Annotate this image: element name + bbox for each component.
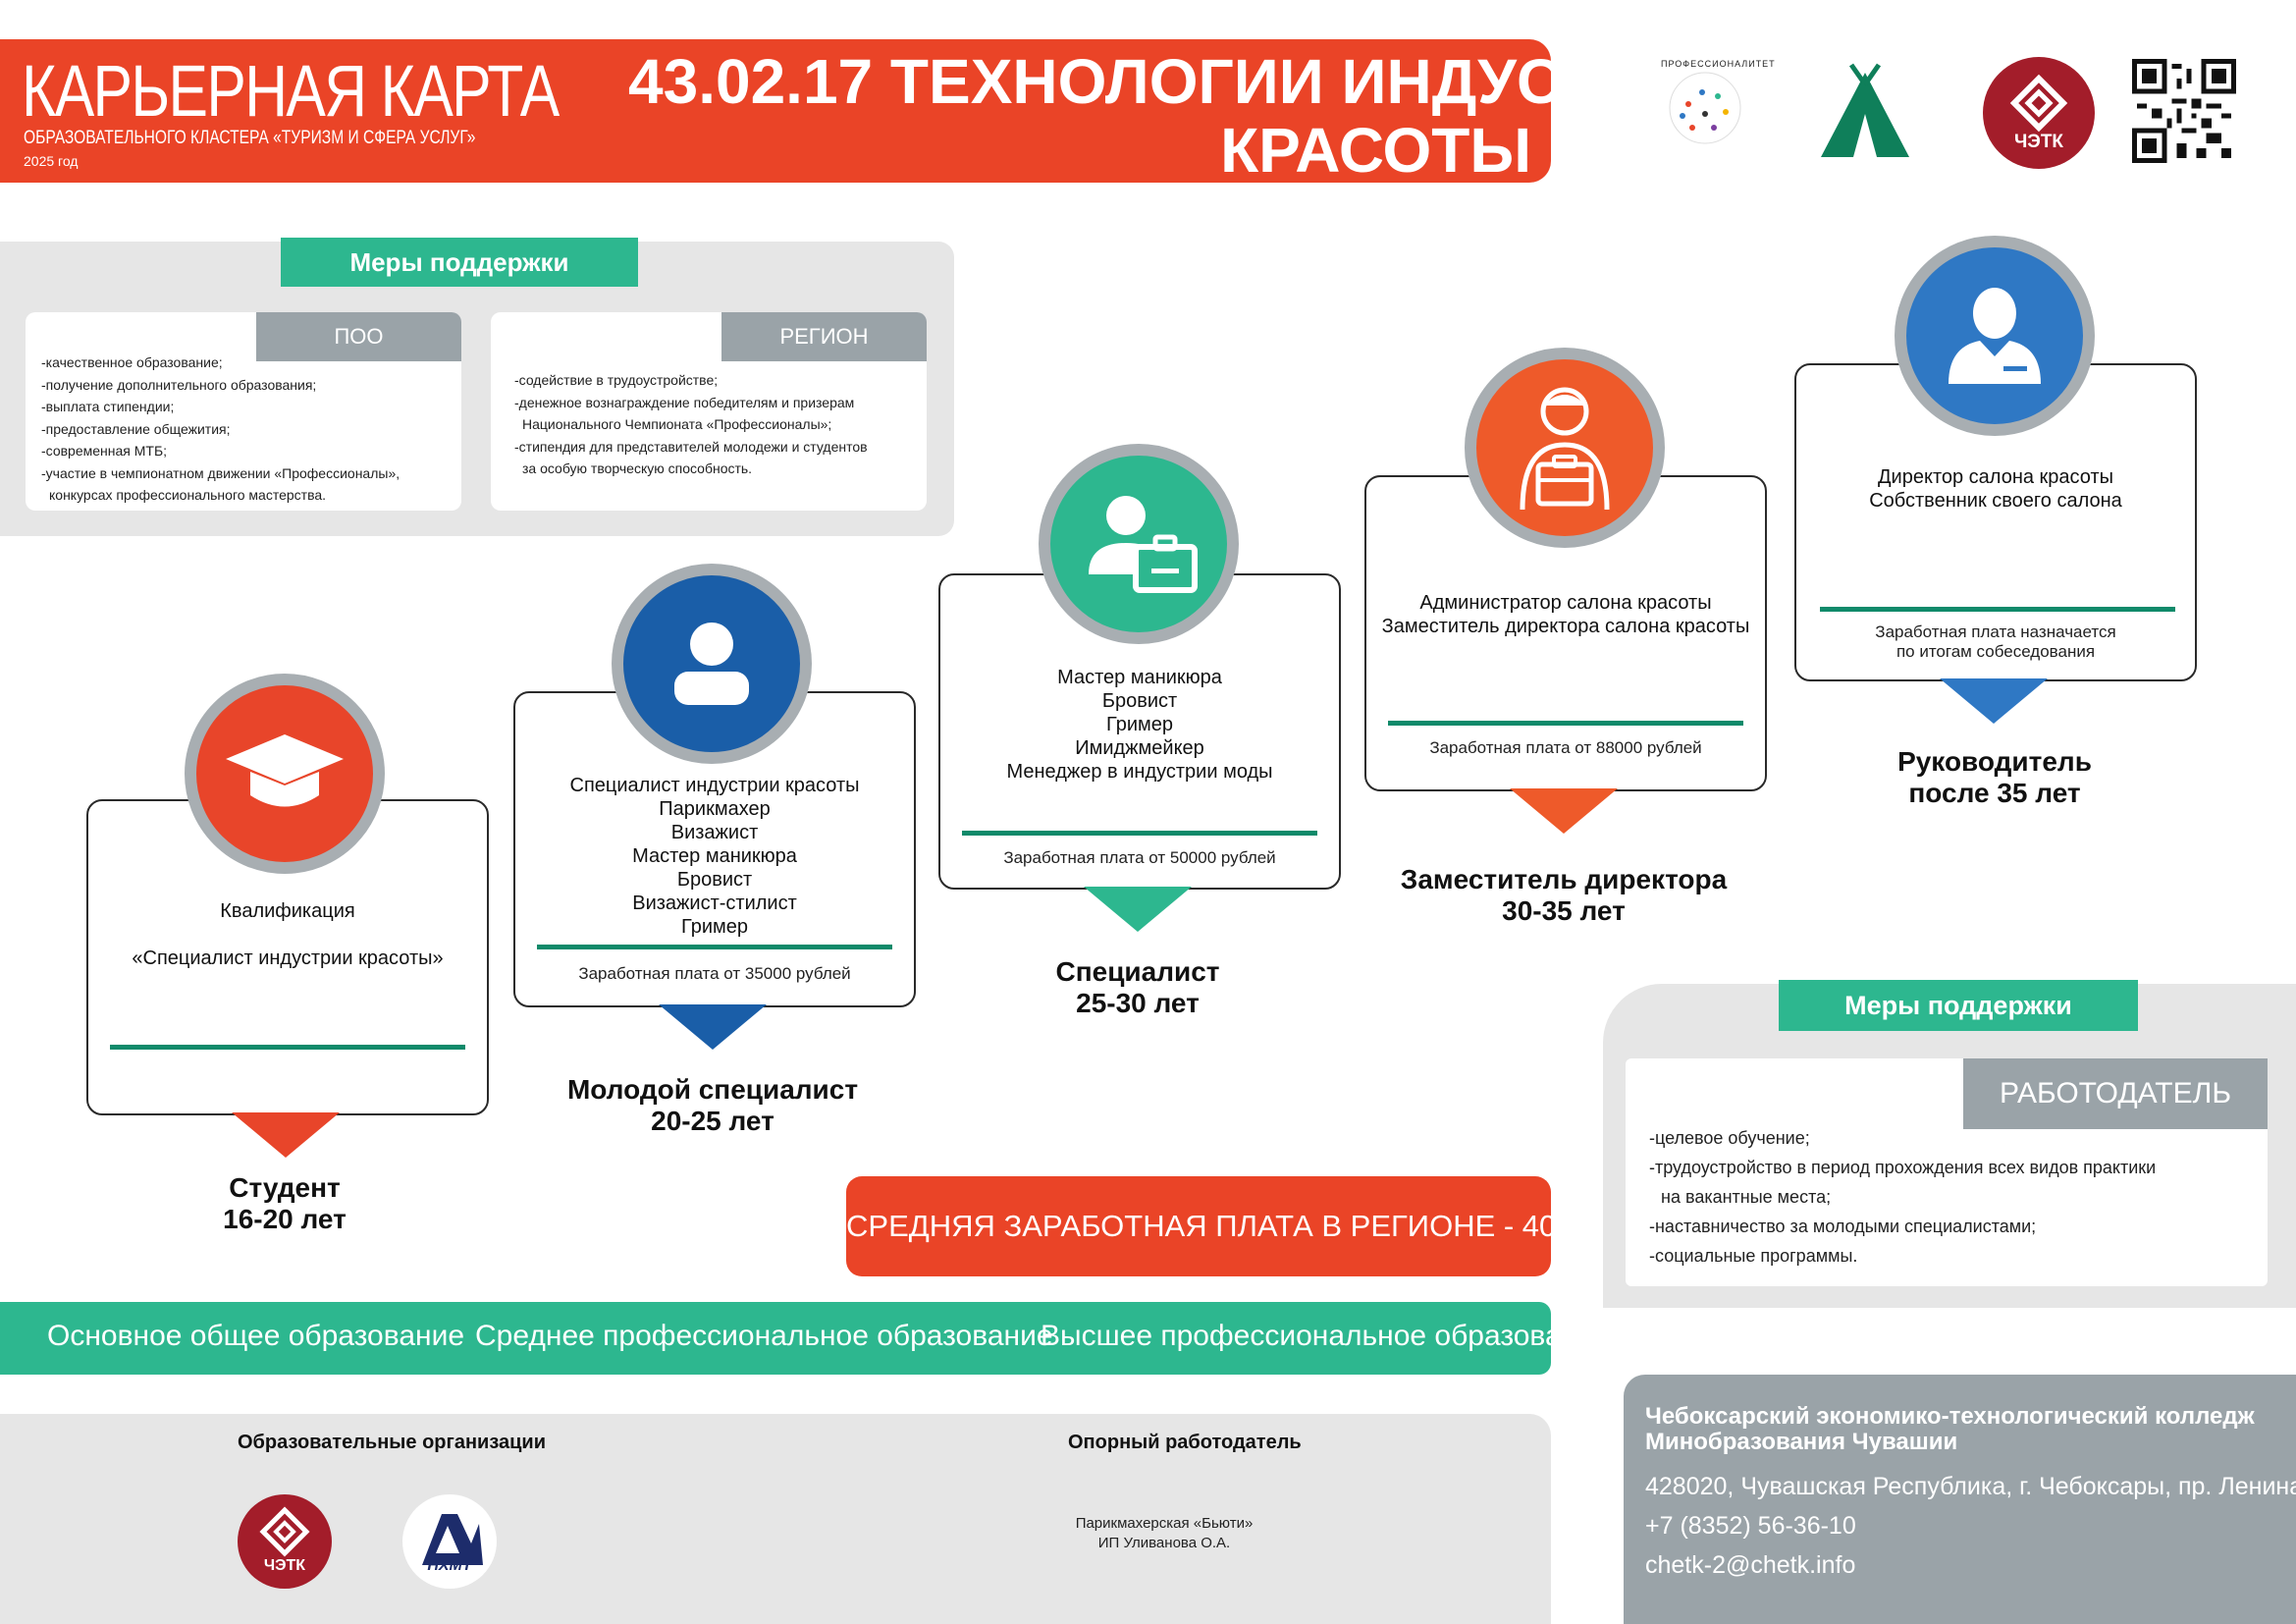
step-jobs: Мастер маникюра Бровист Гример Имиджмейк…: [1006, 667, 1273, 783]
divider-line: [537, 945, 892, 949]
edu-orgs-title: Образовательные организации: [238, 1432, 547, 1453]
page-title: КАРЬЕРНАЯ КАРТА: [22, 50, 560, 132]
tent-logo: [1816, 63, 1914, 161]
college-phone[interactable]: +7 (8352) 56-36-10: [1645, 1512, 1856, 1540]
support-title-employer: Меры поддержки: [1779, 980, 2138, 1031]
stage-label-student: Студент 16-20 лет: [223, 1172, 347, 1234]
badge-user-icon: [1039, 444, 1239, 644]
page-year: 2025 год: [24, 153, 79, 169]
support-title-top: Меры поддержки: [281, 238, 638, 287]
divider-line: [1388, 721, 1743, 726]
specialty-title: 43.02.17 ТЕХНОЛОГИИ ИНДУСТРИИ КРАСОТЫ: [628, 46, 1732, 186]
user-icon: [612, 564, 812, 764]
employer-list: -целевое обучение; -трудоустройство в пе…: [1649, 1128, 2157, 1266]
divider-line: [1820, 607, 2175, 612]
salary-text: Заработная плата от 88000 рублей: [1429, 738, 1702, 757]
college-name: Чебоксарский экономико-технологический к…: [1645, 1403, 2255, 1455]
graduation-cap-icon: [185, 674, 385, 874]
salary-text: Заработная плата назначается по итогам с…: [1875, 623, 2116, 661]
manager-briefcase-icon: [1465, 348, 1665, 548]
step-pointer: [1084, 887, 1192, 932]
step-pointer: [232, 1112, 340, 1158]
edu-basic: Основное общее образование: [47, 1320, 465, 1352]
director-icon: [1895, 236, 2095, 436]
stage-label-young-specialist: Молодой специалист 20-25 лет: [566, 1074, 859, 1136]
contact-block: Чебоксарский экономико-технологический к…: [1624, 1375, 2296, 1624]
divider-line: [962, 831, 1317, 836]
professionalitet-logo: ПРОФЕССИОНАЛИТЕТ: [1641, 57, 1775, 155]
tab-employer: РАБОТОДАТЕЛЬ: [1963, 1058, 2268, 1129]
chetk-logo: ЧЭТК: [1983, 57, 2095, 169]
stage-label-specialist: Специалист 25-30 лет: [1055, 956, 1220, 1018]
stage-label-deputy-director: Заместитель директора 30-35 лет: [1400, 864, 1728, 926]
salary-text: Заработная плата от 50000 рублей: [1003, 848, 1276, 867]
nhmt-org-logo[interactable]: НХМТ: [402, 1494, 497, 1589]
edu-higher: Высшее профессиональное образование: [1041, 1320, 1611, 1352]
step-jobs: Специалист индустрии красоты Парикмахер …: [569, 775, 860, 938]
step-pointer: [1510, 788, 1618, 834]
chetk-org-logo[interactable]: ЧЭТК: [238, 1494, 332, 1589]
header-banner: [0, 39, 1551, 183]
step-pointer: [1940, 678, 2048, 724]
employer-name: Парикмахерская «Бьюти» ИП Уливанова О.А.: [1075, 1515, 1254, 1551]
step-pointer: [659, 1004, 767, 1050]
average-salary-banner: СРЕДНЯЯ ЗАРАБОТНАЯ ПЛАТА В РЕГИОНЕ - 400…: [846, 1176, 1674, 1276]
page-subtitle: ОБРАЗОВАТЕЛЬНОГО КЛАСТЕРА «ТУРИЗМ И СФЕР…: [24, 128, 476, 148]
employer-title: Опорный работодатель: [1068, 1432, 1302, 1453]
qr-code-icon[interactable]: [2132, 59, 2236, 163]
divider-line: [110, 1045, 465, 1050]
region-list: -содействие в трудоустройстве; -денежное…: [514, 372, 868, 476]
education-levels-bar: Основное общее образование Среднее профе…: [0, 1302, 1611, 1375]
edu-secondary: Среднее профессиональное образование: [475, 1320, 1053, 1352]
step-jobs: Администратор салона красоты Заместитель…: [1381, 592, 1750, 637]
salary-text: Заработная плата от 35000 рублей: [578, 964, 851, 983]
step-jobs: Директор салона красоты Собственник свое…: [1869, 466, 2122, 512]
college-address: 428020, Чувашская Республика, г. Чебокса…: [1645, 1473, 2296, 1500]
tab-region: РЕГИОН: [721, 312, 927, 361]
tab-poo: ПОО: [256, 312, 461, 361]
step-jobs: Квалификация «Специалист индустрии красо…: [132, 900, 444, 969]
college-email[interactable]: chetk-2@chetk.info: [1645, 1551, 1856, 1579]
poo-list: -качественное образование; -получение до…: [41, 354, 400, 503]
organizations-panel: [0, 1414, 1551, 1624]
stage-label-director: Руководитель после 35 лет: [1897, 746, 2092, 808]
